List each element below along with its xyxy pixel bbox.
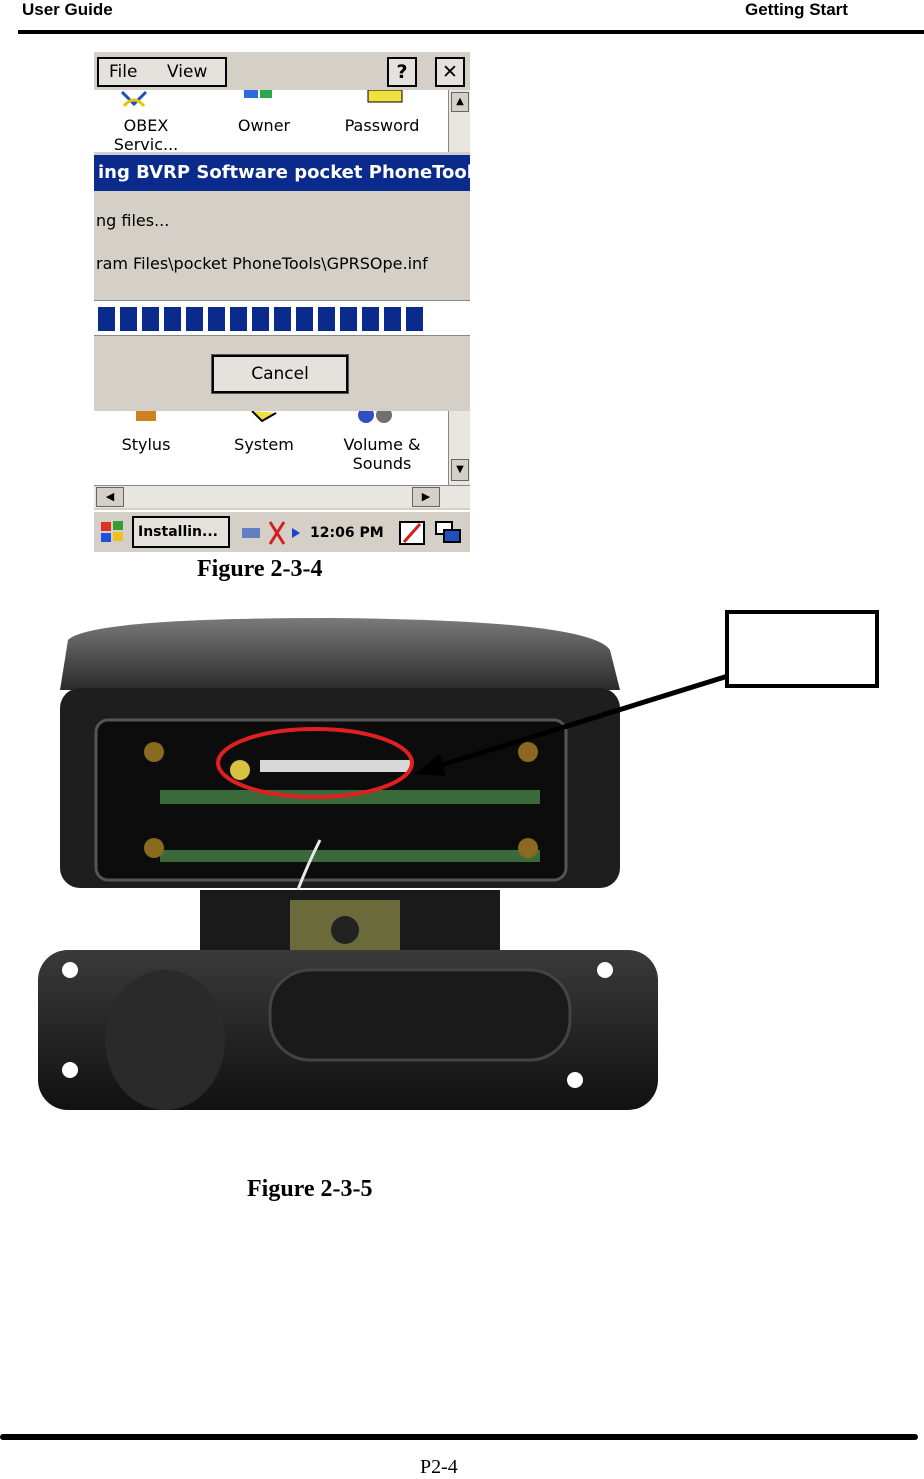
progress-segment: [384, 307, 401, 331]
cancel-button[interactable]: Cancel: [211, 354, 349, 394]
progress-segment: [252, 307, 269, 331]
header-left: User Guide: [22, 0, 113, 19]
close-button[interactable]: ✕: [435, 57, 465, 87]
progress-segment: [230, 307, 247, 331]
icon-system[interactable]: System: [234, 435, 294, 454]
taskbar: Installin... 12:06 PM: [94, 510, 470, 552]
progress-segment: [208, 307, 225, 331]
installer-screenshot: File View ? ✕ OBEX Servic... Owner Passw…: [94, 52, 470, 552]
tray-icons-right: [399, 521, 461, 545]
scroll-left-icon[interactable]: ◀: [96, 487, 124, 507]
progress-segment: [120, 307, 137, 331]
taskbar-task-installing[interactable]: Installin...: [132, 516, 230, 548]
scrollbar-vertical-bottom[interactable]: ▼: [448, 411, 470, 485]
device-photo: [38, 618, 658, 1110]
file-path-line: ram Files\pocket PhoneTools\GPRSOpe.inf: [96, 254, 428, 273]
icon-graphics-bottom: [136, 411, 392, 423]
control-panel-icons-bottom: Stylus System Volume & Sounds: [94, 411, 448, 485]
taskbar-clock: 12:06 PM: [310, 525, 384, 541]
control-panel-icons-top: OBEX Servic... Owner Password: [94, 90, 448, 154]
page-number: P2-4: [420, 1456, 458, 1478]
icon-password[interactable]: Password: [344, 116, 420, 135]
scrollbar-horizontal[interactable]: ◀ ▶: [94, 485, 470, 508]
progress-segment: [274, 307, 291, 331]
header-right: Getting Start: [745, 0, 848, 19]
icon-stylus[interactable]: Stylus: [121, 435, 171, 454]
scrollbar-vertical-top[interactable]: ▲: [448, 90, 470, 152]
progress-segment: [186, 307, 203, 331]
footer-rule: [0, 1434, 918, 1440]
progress-bar: [94, 300, 470, 336]
progress-segment: [406, 307, 423, 331]
header-rule: [18, 30, 924, 34]
progress-segment: [362, 307, 379, 331]
icon-owner[interactable]: Owner: [237, 116, 291, 135]
menu-bar: File View ? ✕: [94, 52, 470, 90]
help-button[interactable]: ?: [387, 57, 417, 87]
start-icon[interactable]: [98, 518, 128, 548]
scroll-up-icon[interactable]: ▲: [451, 92, 469, 112]
figure-caption-1: Figure 2-3-4: [197, 556, 323, 582]
figure-caption-2: Figure 2-3-5: [247, 1176, 373, 1202]
menu-view[interactable]: View: [167, 62, 208, 82]
icon-graphics-top: [120, 90, 403, 108]
progress-segment: [98, 307, 115, 331]
progress-segment: [142, 307, 159, 331]
install-dialog-title: ing BVRP Software pocket PhoneTool: [94, 155, 470, 191]
tray-icons: [242, 521, 300, 545]
progress-segment: [164, 307, 181, 331]
progress-segment: [318, 307, 335, 331]
progress-segment: [296, 307, 313, 331]
scroll-down-icon[interactable]: ▼: [451, 459, 469, 481]
menu-file[interactable]: File: [109, 62, 138, 82]
scroll-right-icon[interactable]: ▶: [412, 487, 440, 507]
icon-volume-sounds[interactable]: Volume & Sounds: [343, 435, 421, 473]
menu-group: File View: [97, 57, 227, 87]
progress-segment: [340, 307, 357, 331]
status-line: ng files...: [96, 211, 170, 230]
callout-box: [725, 610, 879, 688]
icon-obex[interactable]: OBEX Servic...: [113, 116, 179, 154]
